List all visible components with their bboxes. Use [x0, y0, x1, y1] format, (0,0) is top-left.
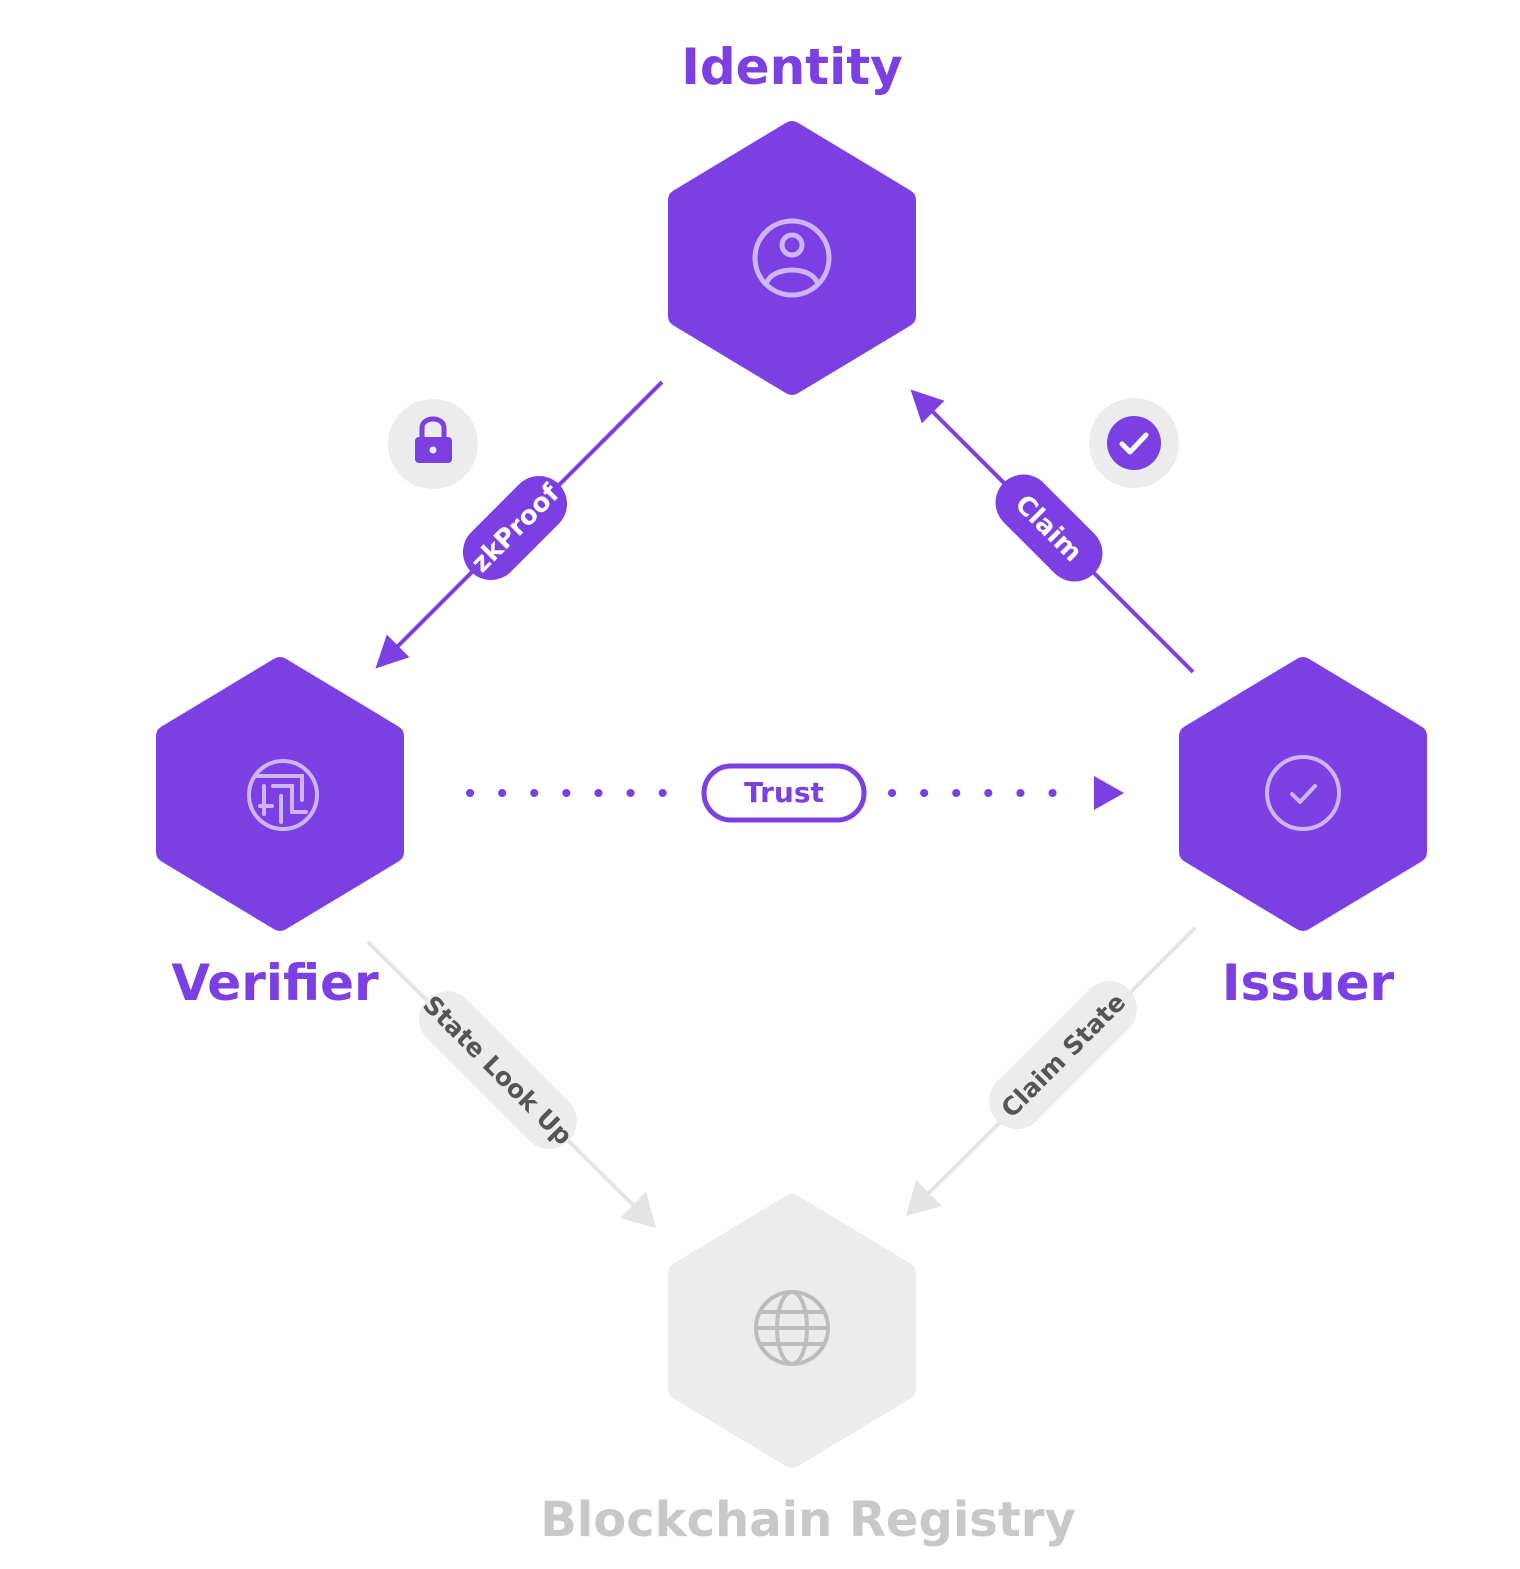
lock-icon: [415, 416, 452, 463]
issuer-label: Issuer: [1222, 954, 1395, 1012]
state-lookup-label: State Look Up: [417, 990, 578, 1151]
identity-label: Identity: [681, 38, 902, 96]
check-circle-icon: [1265, 755, 1341, 831]
identity-node: [668, 121, 916, 395]
check-badge: [1089, 398, 1179, 488]
state-lookup-pill: State Look Up: [417, 990, 578, 1151]
lock-badge: [388, 399, 478, 489]
claim-state-label: Claim State: [996, 988, 1132, 1124]
circuit-icon: [247, 759, 319, 831]
globe-icon: [754, 1290, 830, 1366]
trust-edge: Trust: [466, 763, 1124, 823]
issuer-node: [1179, 657, 1427, 931]
state-lookup-edge: State Look Up: [366, 940, 656, 1228]
claim-state-edge: Claim State: [906, 926, 1197, 1216]
registry-node: [668, 1194, 916, 1468]
verifier-label: Verifier: [171, 954, 379, 1012]
check-badge-icon: [1107, 416, 1161, 470]
verifier-node: [156, 657, 404, 931]
claim-state-pill: Claim State: [989, 981, 1137, 1129]
trust-label: Trust: [744, 776, 824, 809]
registry-label: Blockchain Registry: [540, 1492, 1076, 1548]
trust-pill: [701, 763, 867, 823]
user-circle-icon: [752, 218, 832, 298]
